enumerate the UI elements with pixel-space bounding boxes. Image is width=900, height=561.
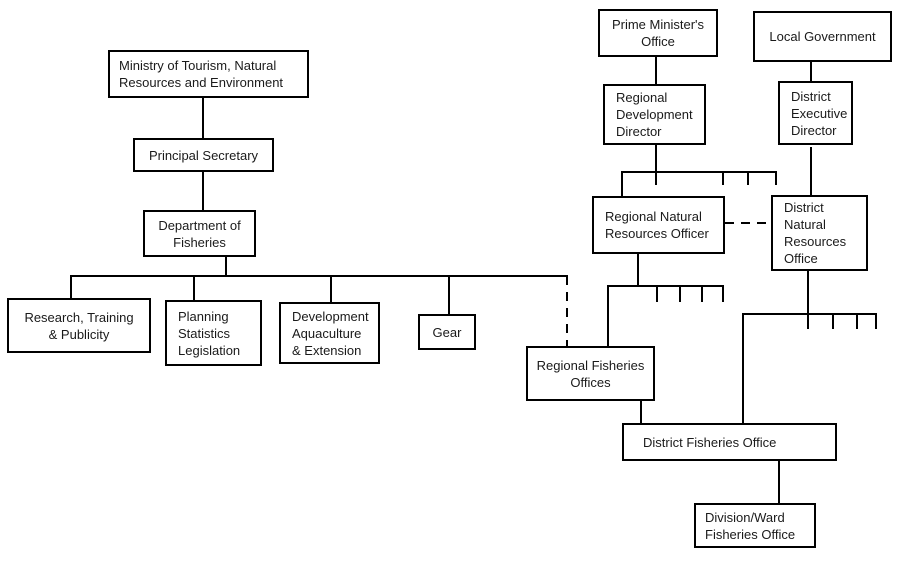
rail-district-fisheries <box>742 313 877 315</box>
node-research-training-publicity-label: Research, Training & Publicity <box>24 309 134 342</box>
connector-ministry-ps <box>202 98 204 138</box>
node-gear: Gear <box>418 314 476 350</box>
node-gear-label: Gear <box>432 324 462 340</box>
node-planning-statistics-legislation: Planning Statistics Legislation <box>165 300 262 366</box>
connector-dfo-dwfo <box>778 461 780 503</box>
hatch-mark <box>832 313 834 329</box>
node-district-natural-resources-office-label: District Natural Resources Office <box>784 200 847 266</box>
connector-rdd-rail1 <box>655 144 657 173</box>
hatch-mark <box>722 285 724 302</box>
node-division-ward-fisheries-office: Division/Ward Fisheries Office <box>694 503 816 548</box>
connector-rail2-rfo <box>607 285 609 346</box>
node-planning-statistics-legislation-label: Planning Statistics Legislation <box>178 308 241 358</box>
node-district-executive-director-label: District Executive Director <box>791 88 848 138</box>
node-ministry-label: Ministry of Tourism, Natural Resources a… <box>119 58 284 90</box>
rail-dof-children <box>70 275 568 277</box>
rail-regional-offices <box>621 171 777 173</box>
connector-dof-rail <box>225 257 227 277</box>
connector-dashed-rail-rfo <box>566 276 568 346</box>
node-regional-natural-resources-officer-label: Regional Natural Resources Officer <box>605 209 709 241</box>
node-principal-secretary-label: Principal Secretary <box>148 147 259 163</box>
rail-regional-fisheries <box>607 285 724 287</box>
connector-dnro-rail3 <box>807 271 809 315</box>
node-development-aquaculture-extension-label: Development Aquaculture & Extension <box>292 308 369 358</box>
node-principal-secretary: Principal Secretary <box>133 138 274 172</box>
node-district-fisheries-office-label: District Fisheries Office <box>643 434 777 450</box>
connector-rail3-dfo <box>742 313 744 423</box>
hatch-mark <box>807 313 809 329</box>
node-department-of-fisheries: Department of Fisheries <box>143 210 256 257</box>
node-development-aquaculture-extension: Development Aquaculture & Extension <box>279 302 380 364</box>
node-department-of-fisheries-label: Department of Fisheries <box>158 217 241 250</box>
connector-ps-dof <box>202 172 204 210</box>
hatch-mark <box>655 171 657 185</box>
hatch-mark <box>679 285 681 302</box>
node-local-government-label: Local Government <box>769 29 876 44</box>
connector-dashed-rnro-dnro <box>725 222 771 224</box>
node-regional-fisheries-offices-label: Regional Fisheries Offices <box>536 357 645 390</box>
hatch-mark <box>856 313 858 329</box>
hatch-mark <box>875 313 877 329</box>
connector-rail-research <box>70 275 72 298</box>
connector-rfo-dfo <box>640 400 642 423</box>
connector-pmo-rdd <box>655 57 657 84</box>
node-regional-development-director: Regional Development Director <box>603 84 706 145</box>
node-district-fisheries-office: District Fisheries Office <box>622 423 837 461</box>
connector-ded-dnro <box>810 147 812 195</box>
hatch-mark <box>656 285 658 302</box>
connector-lg-ded <box>810 61 812 81</box>
node-ministry: Ministry of Tourism, Natural Resources a… <box>108 50 309 98</box>
node-local-government: Local Government <box>753 11 892 62</box>
node-research-training-publicity: Research, Training & Publicity <box>7 298 151 353</box>
node-district-natural-resources-office: District Natural Resources Office <box>771 195 868 271</box>
connector-rail-planning <box>193 275 195 300</box>
node-division-ward-fisheries-office-label: Division/Ward Fisheries Office <box>705 509 796 542</box>
hatch-mark <box>775 171 777 185</box>
connector-rail-gear <box>448 275 450 314</box>
node-regional-fisheries-offices: Regional Fisheries Offices <box>526 346 655 401</box>
connector-rnro-rail2 <box>637 254 639 287</box>
node-regional-development-director-label: Regional Development Director <box>616 90 693 139</box>
node-district-executive-director: District Executive Director <box>778 81 853 145</box>
node-prime-ministers-office: Prime Minister's Office <box>598 9 718 57</box>
connector-rail-development <box>330 275 332 302</box>
hatch-mark <box>747 171 749 185</box>
node-regional-natural-resources-officer: Regional Natural Resources Officer <box>592 196 725 254</box>
hatch-mark <box>722 171 724 185</box>
connector-rail1-rnro <box>621 171 623 196</box>
hatch-mark <box>701 285 703 302</box>
node-prime-ministers-office-label: Prime Minister's Office <box>611 17 705 49</box>
